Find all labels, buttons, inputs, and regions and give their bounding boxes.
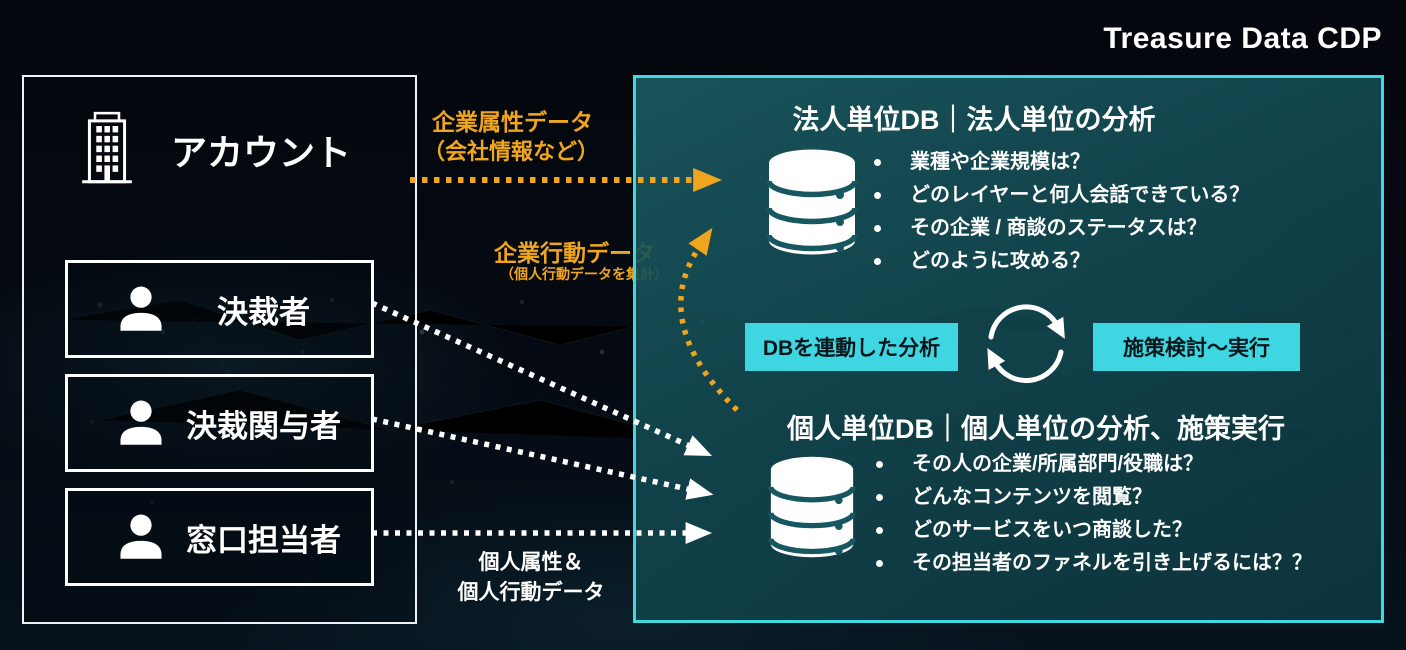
bullet-dot: [876, 527, 883, 534]
building-icon: [82, 111, 132, 184]
role-label: 窓口担当者: [186, 522, 341, 558]
corporate-db-bullet-list: 業種や企業規模は？ どのレイヤーと何人会話できている？ その企業 / 商談のステ…: [874, 149, 1249, 281]
bullet-item: その人の企業/所属部門/役職は？: [876, 451, 1312, 484]
corporate-behavior-data-label: 企業行動データ: [494, 240, 655, 266]
measure-planning-execution-badge: 施策検討〜実行: [1093, 323, 1300, 371]
person-icon: [120, 286, 162, 331]
bullet-dot: [876, 461, 883, 468]
bullet-label: 業種や企業規模は？: [910, 151, 1090, 173]
bullet-dot: [874, 225, 881, 232]
page-title: Treasure Data CDP: [1103, 22, 1382, 55]
account-header: アカウント: [77, 107, 351, 193]
role-box-decision-participant: 決裁関与者: [65, 374, 374, 472]
bullet-label: どのように攻める？: [910, 250, 1090, 272]
bullet-dot: [874, 192, 881, 199]
account-panel-title: アカウント: [171, 132, 352, 173]
bullet-label: その担当者のファネルを引き上げるには？？: [912, 552, 1312, 574]
corporate-attribute-data-sublabel: （会社情報など）: [423, 139, 600, 164]
cycle-arrows-icon: [987, 304, 1065, 384]
personal-db-bullet-list: その人の企業/所属部門/役職は？ どんなコンテンツを閲覧？ どのサービスをいつ商…: [876, 451, 1312, 583]
corporate-behavior-data-sublabel: （個人行動データを集計）: [500, 266, 668, 282]
corporate-attribute-data-label: 企業属性データ: [432, 109, 593, 135]
bullet-label: どんなコンテンツを閲覧？: [912, 486, 1152, 508]
person-icon: [120, 400, 162, 445]
role-box-contact-person: 窓口担当者: [65, 488, 374, 586]
personal-data-label-line2: 個人行動データ: [457, 581, 605, 605]
database-icon-personal: [768, 456, 856, 558]
role-label: 決裁関与者: [186, 408, 341, 444]
bullet-label: どのサービスをいつ商談した？: [912, 519, 1192, 541]
bullet-label: その人の企業/所属部門/役職は？: [912, 453, 1204, 475]
bullet-item: その担当者のファネルを引き上げるには？？: [876, 550, 1312, 583]
personal-db-title: 個人単位DB｜個人単位の分析、施策実行: [787, 414, 1285, 444]
personal-data-label: 個人属性＆ 個人行動データ: [446, 548, 616, 609]
role-label: 決裁者: [217, 294, 310, 330]
person-icon: [120, 514, 162, 559]
bullet-item: どのサービスをいつ商談した？: [876, 517, 1312, 550]
personal-data-label-line1: 個人属性＆: [478, 551, 584, 574]
bullet-item: どのレイヤーと何人会話できている？: [874, 182, 1249, 215]
database-icon-corporate: [766, 149, 858, 255]
linked-db-analysis-badge: DBを連動した分析: [745, 323, 958, 371]
account-panel: アカウント 決裁者 決裁関与者 窓口担当者: [22, 75, 417, 624]
bullet-dot: [876, 494, 883, 501]
bullet-dot: [874, 159, 881, 166]
bullet-item: どのように攻める？: [874, 248, 1249, 281]
bullet-label: その企業 / 商談のステータスは？: [910, 217, 1207, 239]
cdp-panel: 法人単位DB｜法人単位の分析 業種や企業規模は？ どのレイヤーと何人会話できてい…: [633, 75, 1384, 623]
role-box-approver: 決裁者: [65, 260, 374, 358]
bullet-label: どのレイヤーと何人会話できている？: [910, 184, 1250, 206]
corporate-db-title: 法人単位DB｜法人単位の分析: [792, 105, 1156, 135]
bullet-item: その企業 / 商談のステータスは？: [874, 215, 1249, 248]
bullet-dot: [874, 258, 881, 265]
bullet-item: どんなコンテンツを閲覧？: [876, 484, 1312, 517]
bullet-item: 業種や企業規模は？: [874, 149, 1249, 182]
bullet-dot: [876, 560, 883, 567]
